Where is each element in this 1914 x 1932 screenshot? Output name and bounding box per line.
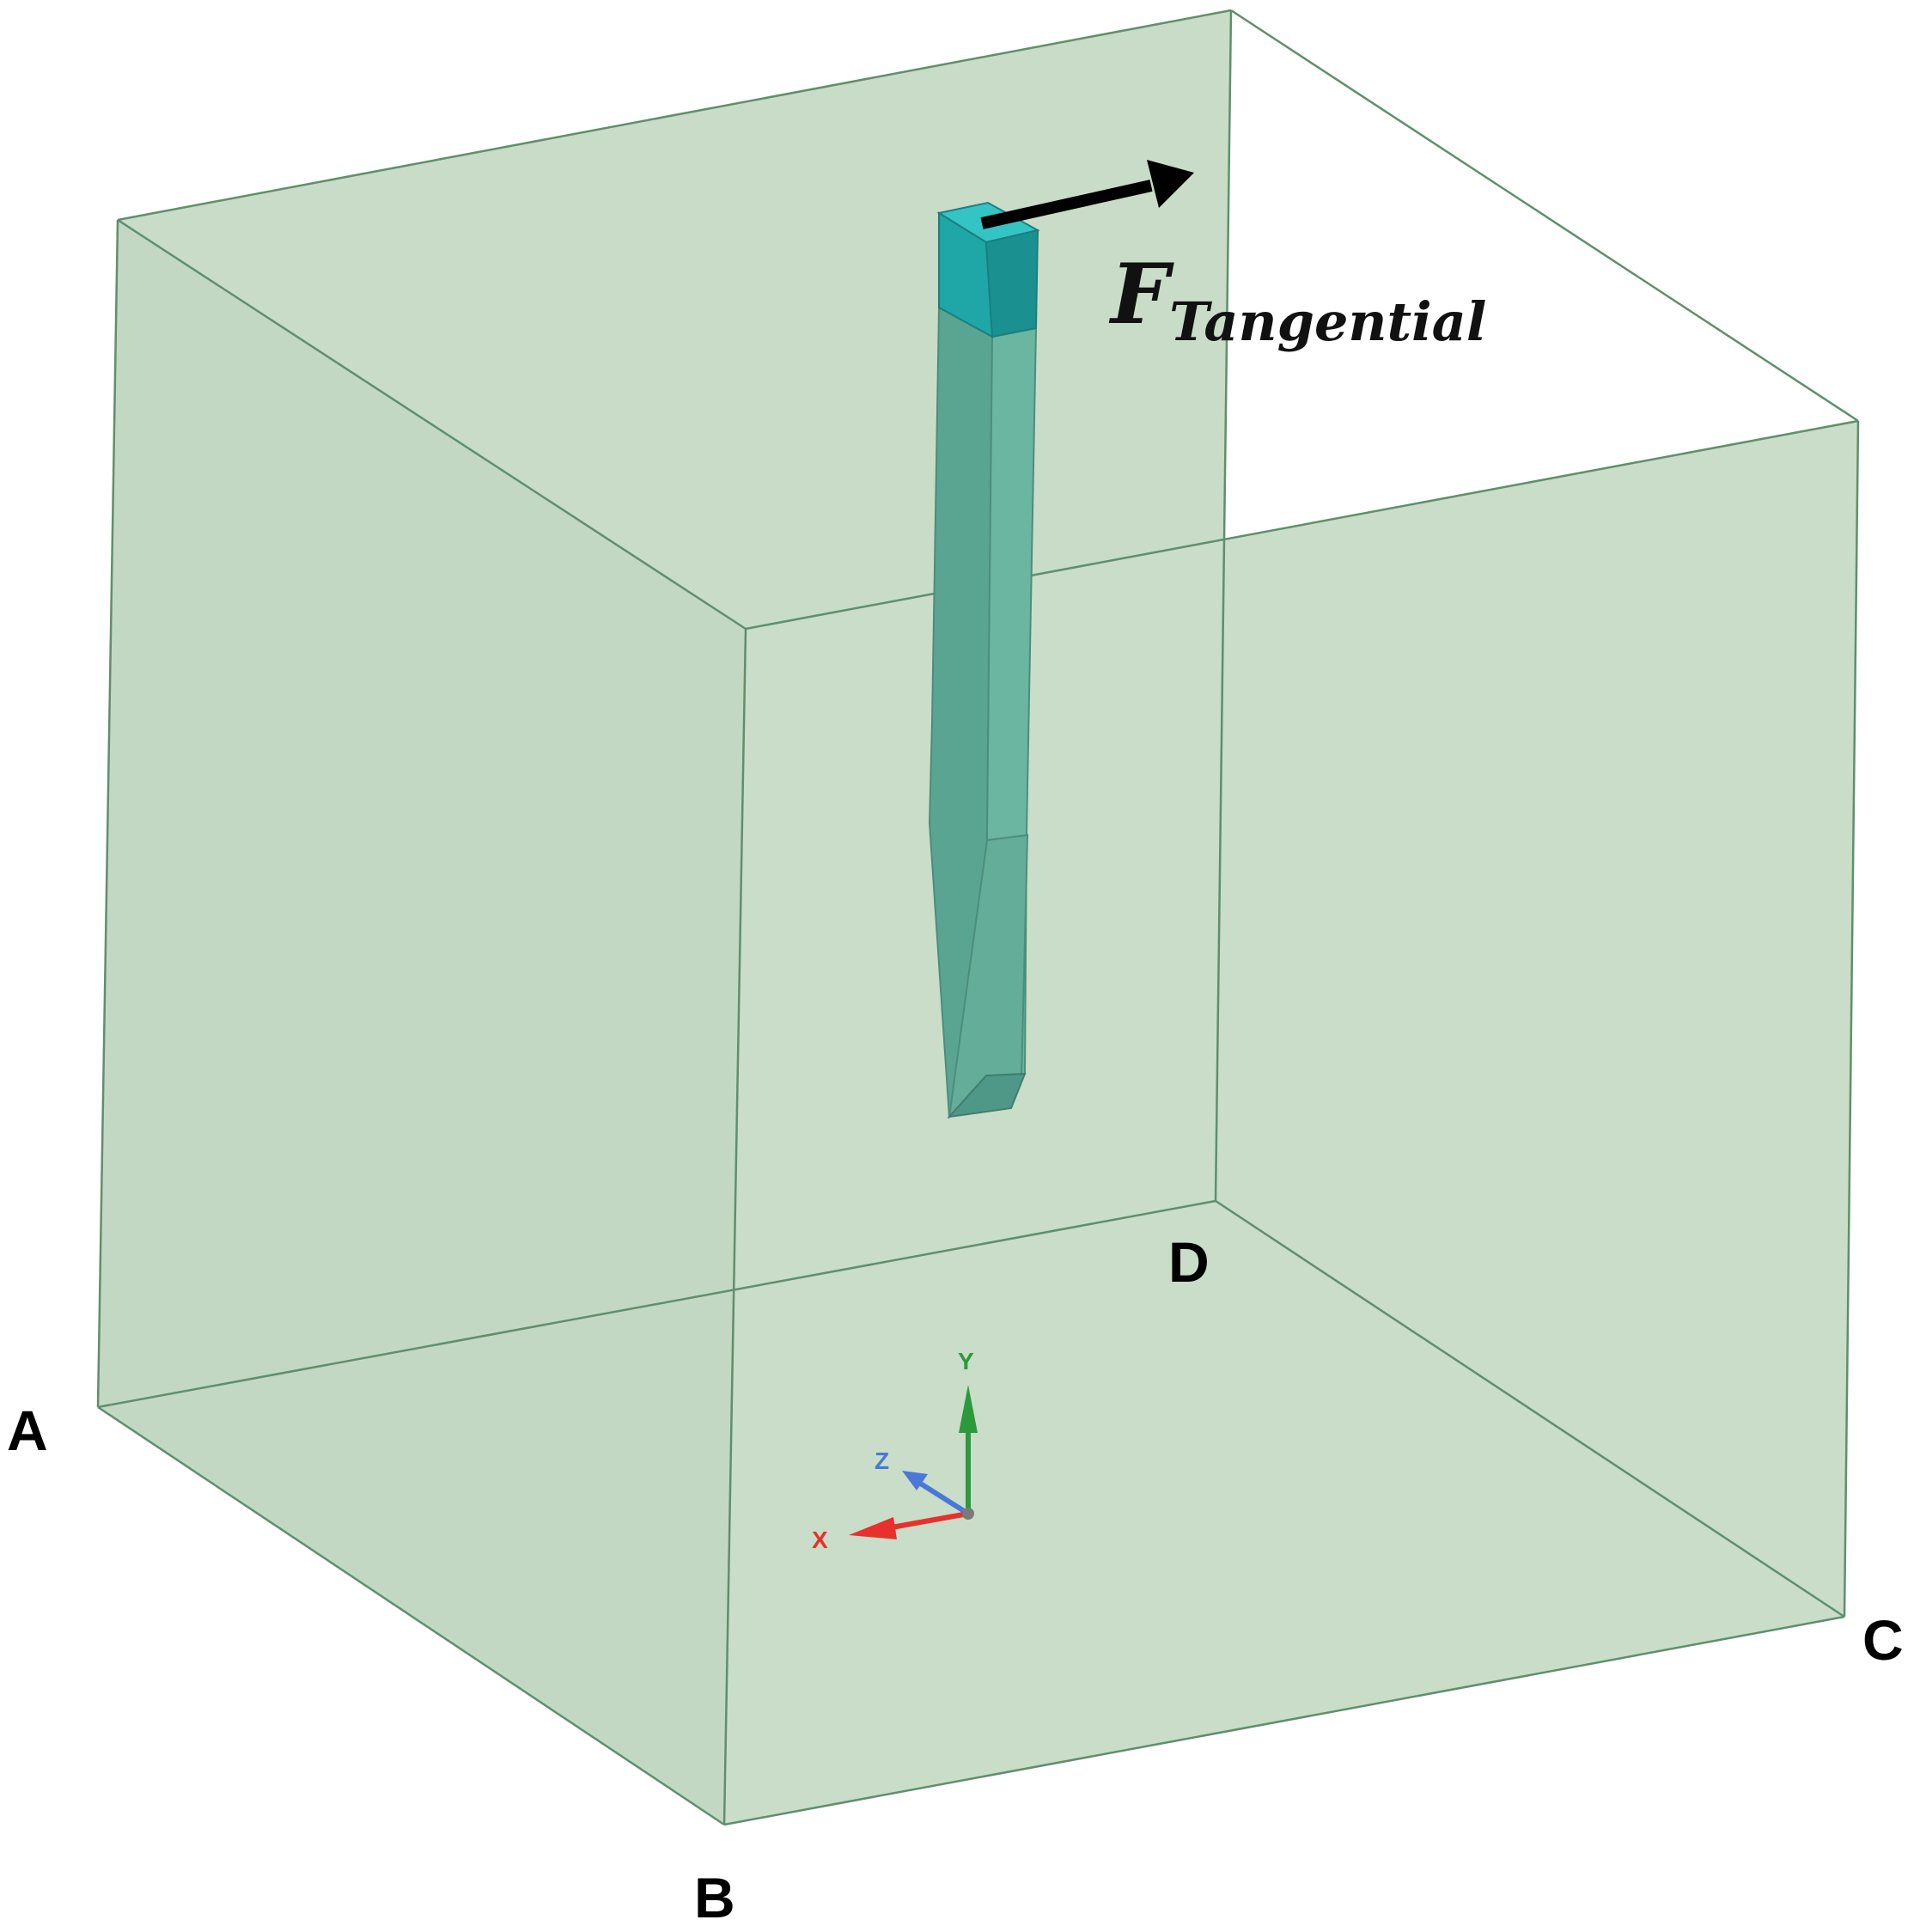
tangential-force-arrow	[980, 160, 1194, 229]
x-axis-line	[891, 1511, 969, 1530]
force-label: FTangential	[1108, 246, 1486, 353]
z-axis-arrowhead	[902, 1471, 928, 1490]
axis-triad: Y Z X	[812, 1348, 978, 1553]
corner-label-d: D	[1168, 1230, 1210, 1294]
x-axis-arrowhead	[849, 1517, 897, 1539]
y-axis-arrowhead	[959, 1385, 978, 1433]
force-label-main: F	[1108, 246, 1174, 343]
corner-label-c: C	[1862, 1608, 1904, 1672]
z-axis-line	[917, 1480, 970, 1516]
corner-label-a: A	[7, 1399, 48, 1462]
force-arrowhead	[1147, 160, 1194, 208]
y-axis-label: Y	[958, 1348, 974, 1374]
box-right-face	[724, 421, 1858, 1825]
z-axis-label: Z	[875, 1447, 889, 1474]
pile-cap-right	[984, 229, 1039, 338]
force-arrow-shaft	[980, 180, 1153, 229]
triad-origin	[962, 1508, 974, 1520]
corner-label-b: B	[694, 1866, 735, 1929]
x-axis-label: X	[812, 1527, 828, 1553]
force-label-subscript: Tangential	[1169, 290, 1486, 353]
box-left-face	[98, 220, 746, 1825]
box-edges	[96, 9, 1860, 1826]
pile	[928, 201, 1040, 1119]
pile-tip	[947, 1072, 1027, 1118]
